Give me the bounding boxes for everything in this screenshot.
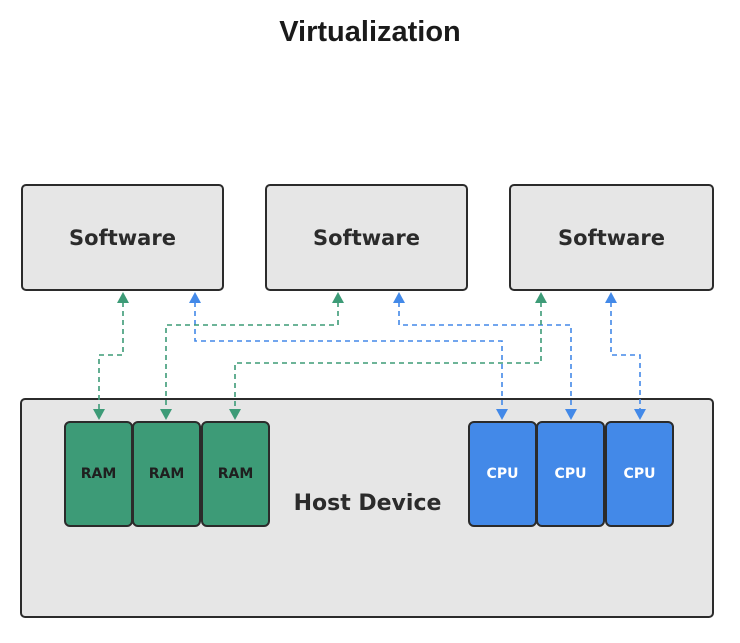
software-label-3: Software [558,225,665,250]
connector-software2-cpu2 [398,302,572,410]
ram-chip-1: RAM [64,421,133,527]
ram-chip-3: RAM [201,421,270,527]
arrowhead-up-icon [393,292,405,303]
connector-software2-ram2 [165,302,339,410]
diagram-title: Virtualization [279,16,461,48]
cpu-chip-2: CPU [536,421,605,527]
connector-software3-cpu3 [610,302,641,410]
ram-chip-2: RAM [132,421,201,527]
arrowhead-up-icon [189,292,201,303]
connector-software1-cpu1 [194,302,503,410]
cpu-label-2: CPU [554,466,587,482]
cpu-chip-1: CPU [468,421,537,527]
connector-software3-ram3 [234,302,542,410]
software-box-2: Software [265,184,468,291]
cpu-label-1: CPU [486,466,519,482]
software-label-2: Software [313,225,420,250]
software-box-1: Software [21,184,224,291]
ram-label-2: RAM [148,466,185,482]
arrowhead-up-icon [535,292,547,303]
host-device-label: Host Device [293,491,442,516]
ram-label-1: RAM [80,466,117,482]
cpu-label-3: CPU [623,466,656,482]
arrowhead-up-icon [332,292,344,303]
ram-label-3: RAM [217,466,254,482]
software-label-1: Software [69,225,176,250]
connector-software1-ram1 [98,302,124,410]
software-box-3: Software [509,184,714,291]
cpu-chip-3: CPU [605,421,674,527]
arrowhead-up-icon [117,292,129,303]
arrowhead-up-icon [605,292,617,303]
